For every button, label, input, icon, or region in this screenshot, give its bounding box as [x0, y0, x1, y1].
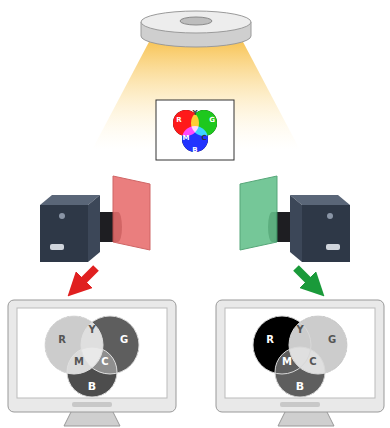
- region-letter: R: [266, 335, 274, 345]
- red-arrow: [76, 268, 96, 288]
- region-letter: Y: [88, 325, 95, 335]
- green-arrow: [296, 268, 316, 288]
- color-card: [156, 100, 234, 160]
- region-letter: G: [120, 335, 128, 345]
- region-letter: Y: [296, 325, 303, 335]
- region-letter: M: [74, 357, 84, 367]
- region-letter: Y: [192, 110, 197, 117]
- region-letter: G: [328, 335, 336, 345]
- region-letter: M: [183, 135, 190, 142]
- region-letter: C: [201, 135, 206, 142]
- region-letter: R: [176, 117, 181, 124]
- region-letter: C: [309, 357, 316, 367]
- region-letter: R: [58, 335, 66, 345]
- region-letter: B: [296, 381, 304, 392]
- right-camera: [268, 195, 350, 262]
- region-letter: M: [282, 357, 292, 367]
- left-camera: [40, 195, 122, 262]
- ring-light: [141, 11, 251, 47]
- region-letter: B: [192, 147, 197, 154]
- region-letter: G: [209, 117, 215, 124]
- region-letter: C: [101, 357, 108, 367]
- red-filter: [113, 176, 150, 250]
- left-monitor: [8, 300, 176, 426]
- green-filter: [240, 176, 277, 250]
- region-letter: B: [88, 381, 96, 392]
- right-monitor: [216, 300, 384, 426]
